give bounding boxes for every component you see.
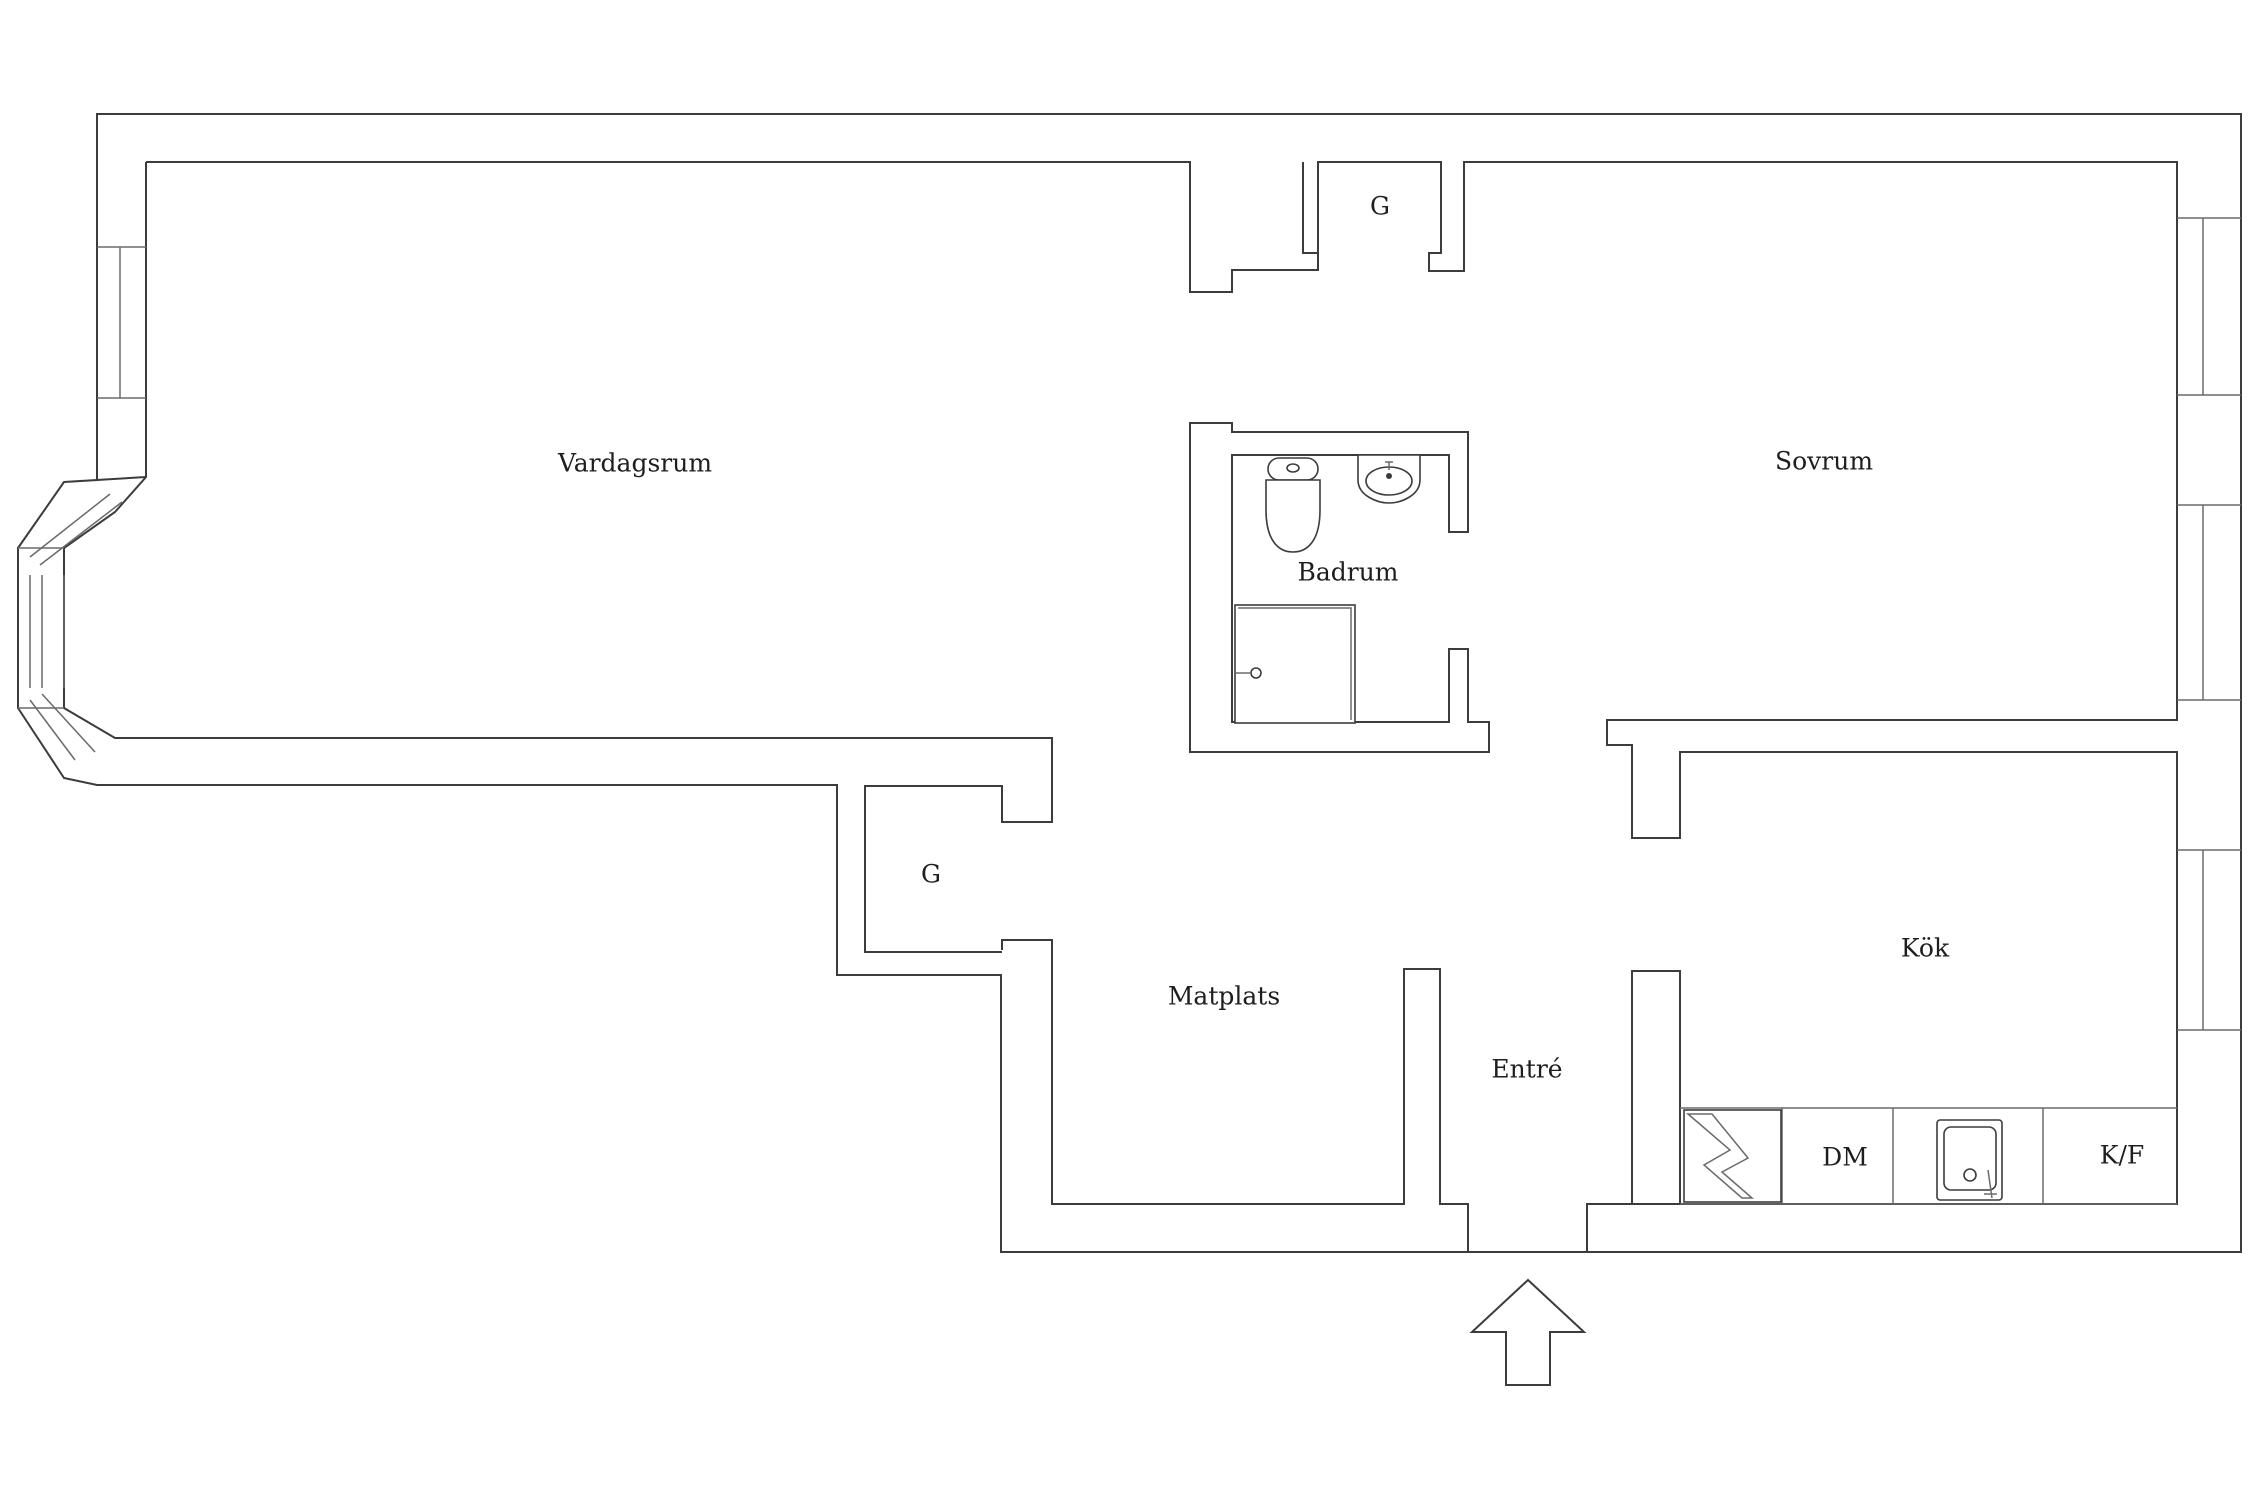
right-windows [2177,217,2241,1031]
kitchen-sink-icon [1936,1119,2003,1201]
left-closet [865,785,1052,953]
label-garderob-top: G [1370,192,1390,221]
label-matplats: Matplats [1168,982,1280,1011]
label-kok: Kök [1901,934,1950,963]
label-vardagsrum: Vardagsrum [557,449,712,478]
top-closet [1302,162,1318,254]
entrance-arrow-icon [1469,1278,1587,1386]
shower-icon [1234,604,1356,724]
sink-icon [1357,454,1421,504]
label-dishwasher: DM [1822,1143,1868,1172]
label-sovrum: Sovrum [1775,447,1873,476]
label-entre: Entré [1491,1055,1562,1084]
label-fridge-freezer: K/F [2100,1141,2144,1170]
stove-icon [1683,1109,1782,1203]
kitchen-counter [1680,1107,2177,1205]
toilet-icon [1265,457,1321,553]
bathroom-walls [1189,422,1490,753]
bay-window [18,246,147,761]
outer-walls [17,113,2242,1253]
label-garderob-left: G [921,860,941,889]
label-badrum: Badrum [1297,558,1398,587]
